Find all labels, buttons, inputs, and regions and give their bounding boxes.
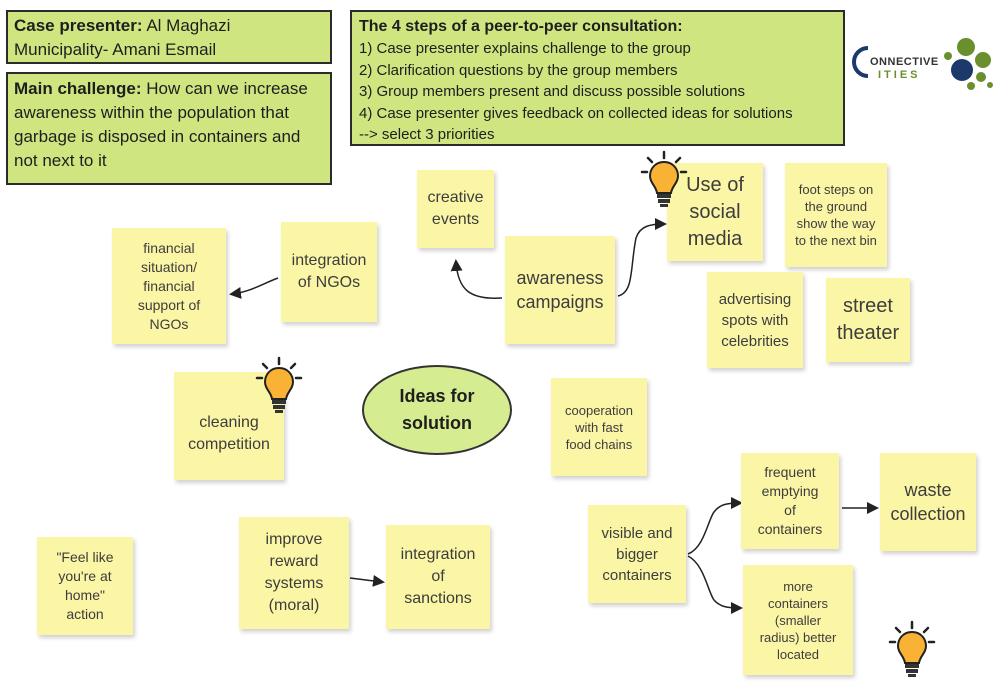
note-feel-like-home: "Feel like you're at home" action — [37, 537, 133, 635]
note-integration-of-sanctions: integration of sanctions — [386, 525, 490, 629]
arrow-awareness-to-creative — [450, 259, 503, 299]
logo-word-2: ITIES — [878, 69, 921, 81]
note-integration-of-ngos: integration of NGOs — [281, 222, 377, 322]
main-challenge-value-2: awareness within the population that — [14, 103, 290, 122]
note-creative-events: creative events — [417, 170, 494, 248]
note-waste-collection-text: waste collection — [890, 480, 966, 524]
note-financial-situation: financial situation/ financial support o… — [112, 228, 226, 344]
step-2: 2) Clarification questions by the group … — [359, 61, 678, 79]
note-visible-bigger-containers: visible and bigger containers — [588, 505, 686, 603]
main-challenge-value-3: garbage is disposed in containers and — [14, 127, 301, 146]
note-cleaning-competition: cleaning competition — [174, 372, 284, 480]
note-foot-steps-text: foot steps on the ground show the way to… — [795, 182, 877, 248]
note-use-of-social-media-text: Use of social media — [686, 173, 744, 250]
lightbulb-icon-cleaning-competition — [255, 356, 303, 413]
note-advertising-spots-text: advertising spots with celebrities — [718, 290, 792, 350]
main-challenge-value-4: not next to it — [14, 151, 107, 170]
note-street-theater-text: street theater — [836, 295, 900, 344]
note-financial-situation-text: financial situation/ financial support o… — [137, 239, 201, 332]
case-presenter-value-1: Al Maghazi — [146, 16, 231, 35]
logo-word-1: ONNECTIVE — [870, 56, 939, 68]
note-cooperation-fast-food: cooperation with fast food chains — [551, 378, 647, 476]
note-improve-reward-systems: improve reward systems (moral) — [239, 517, 349, 629]
step-4: 4) Case presenter gives feedback on coll… — [359, 104, 793, 122]
connective-cities-logo: ONNECTIVE ITIES — [850, 34, 996, 96]
case-presenter-line-1: Case presenter: Al Maghazi — [14, 14, 324, 38]
note-integration-of-sanctions-text: integration of sanctions — [400, 546, 476, 607]
step-select: --> select 3 priorities — [359, 126, 495, 143]
arrow-ngos-to-financial — [229, 277, 279, 299]
case-presenter-value-2: Municipality- Amani Esmail — [14, 40, 217, 59]
step-1: 1) Case presenter explains challenge to … — [359, 40, 691, 57]
note-cooperation-fast-food-text: cooperation with fast food chains — [565, 402, 633, 452]
arrow-reward-to-sanctions — [349, 574, 385, 587]
arrow-visible-to-frequent — [687, 497, 743, 555]
case-presenter-label: Case presenter: — [14, 16, 143, 35]
arrow-visible-to-more — [687, 555, 743, 614]
step-3: 3) Group members present and discuss pos… — [359, 83, 746, 100]
note-cleaning-competition-text: cleaning competition — [188, 414, 270, 453]
lightbulb-icon-more-containers — [888, 620, 936, 677]
main-challenge-label: Main challenge: — [14, 79, 142, 98]
steps-box: The 4 steps of a peer-to-peer consultati… — [350, 10, 845, 146]
note-foot-steps: foot steps on the ground show the way to… — [785, 163, 887, 267]
note-more-containers-text: more containers (smaller radius) better … — [759, 578, 837, 662]
note-improve-reward-systems-text: improve reward systems (moral) — [264, 531, 324, 614]
center-ideas-for-solution: Ideas for solution — [362, 365, 512, 455]
note-use-of-social-media: Use of social media — [667, 163, 763, 261]
note-awareness-campaigns-text: awareness campaigns — [516, 268, 604, 312]
note-feel-like-home-text: "Feel like you're at home" action — [56, 549, 114, 622]
steps-title: The 4 steps of a peer-to-peer consultati… — [359, 18, 683, 35]
note-visible-bigger-containers-text: visible and bigger containers — [601, 524, 673, 584]
note-street-theater: street theater — [826, 278, 910, 362]
note-frequent-emptying-text: frequent emptying of containers — [757, 464, 823, 537]
note-waste-collection: waste collection — [880, 453, 976, 551]
note-creative-events-text: creative events — [427, 189, 484, 228]
note-more-containers: more containers (smaller radius) better … — [743, 565, 853, 675]
note-advertising-spots: advertising spots with celebrities — [707, 272, 803, 368]
center-label: Ideas for solution — [399, 386, 475, 433]
logo-graphic — [852, 38, 993, 90]
note-awareness-campaigns: awareness campaigns — [505, 236, 615, 344]
main-challenge-box: Main challenge: How can we increase awar… — [6, 72, 332, 185]
main-challenge-value-1: How can we increase — [146, 79, 308, 98]
arrow-awareness-to-social — [617, 218, 667, 297]
lightbulb-icon-social-media — [640, 150, 688, 207]
note-integration-of-ngos-text: integration of NGOs — [291, 252, 367, 291]
main-challenge-line-1: Main challenge: How can we increase — [14, 77, 324, 101]
case-presenter-box: Case presenter: Al Maghazi Municipality-… — [6, 10, 332, 64]
note-frequent-emptying: frequent emptying of containers — [741, 453, 839, 549]
